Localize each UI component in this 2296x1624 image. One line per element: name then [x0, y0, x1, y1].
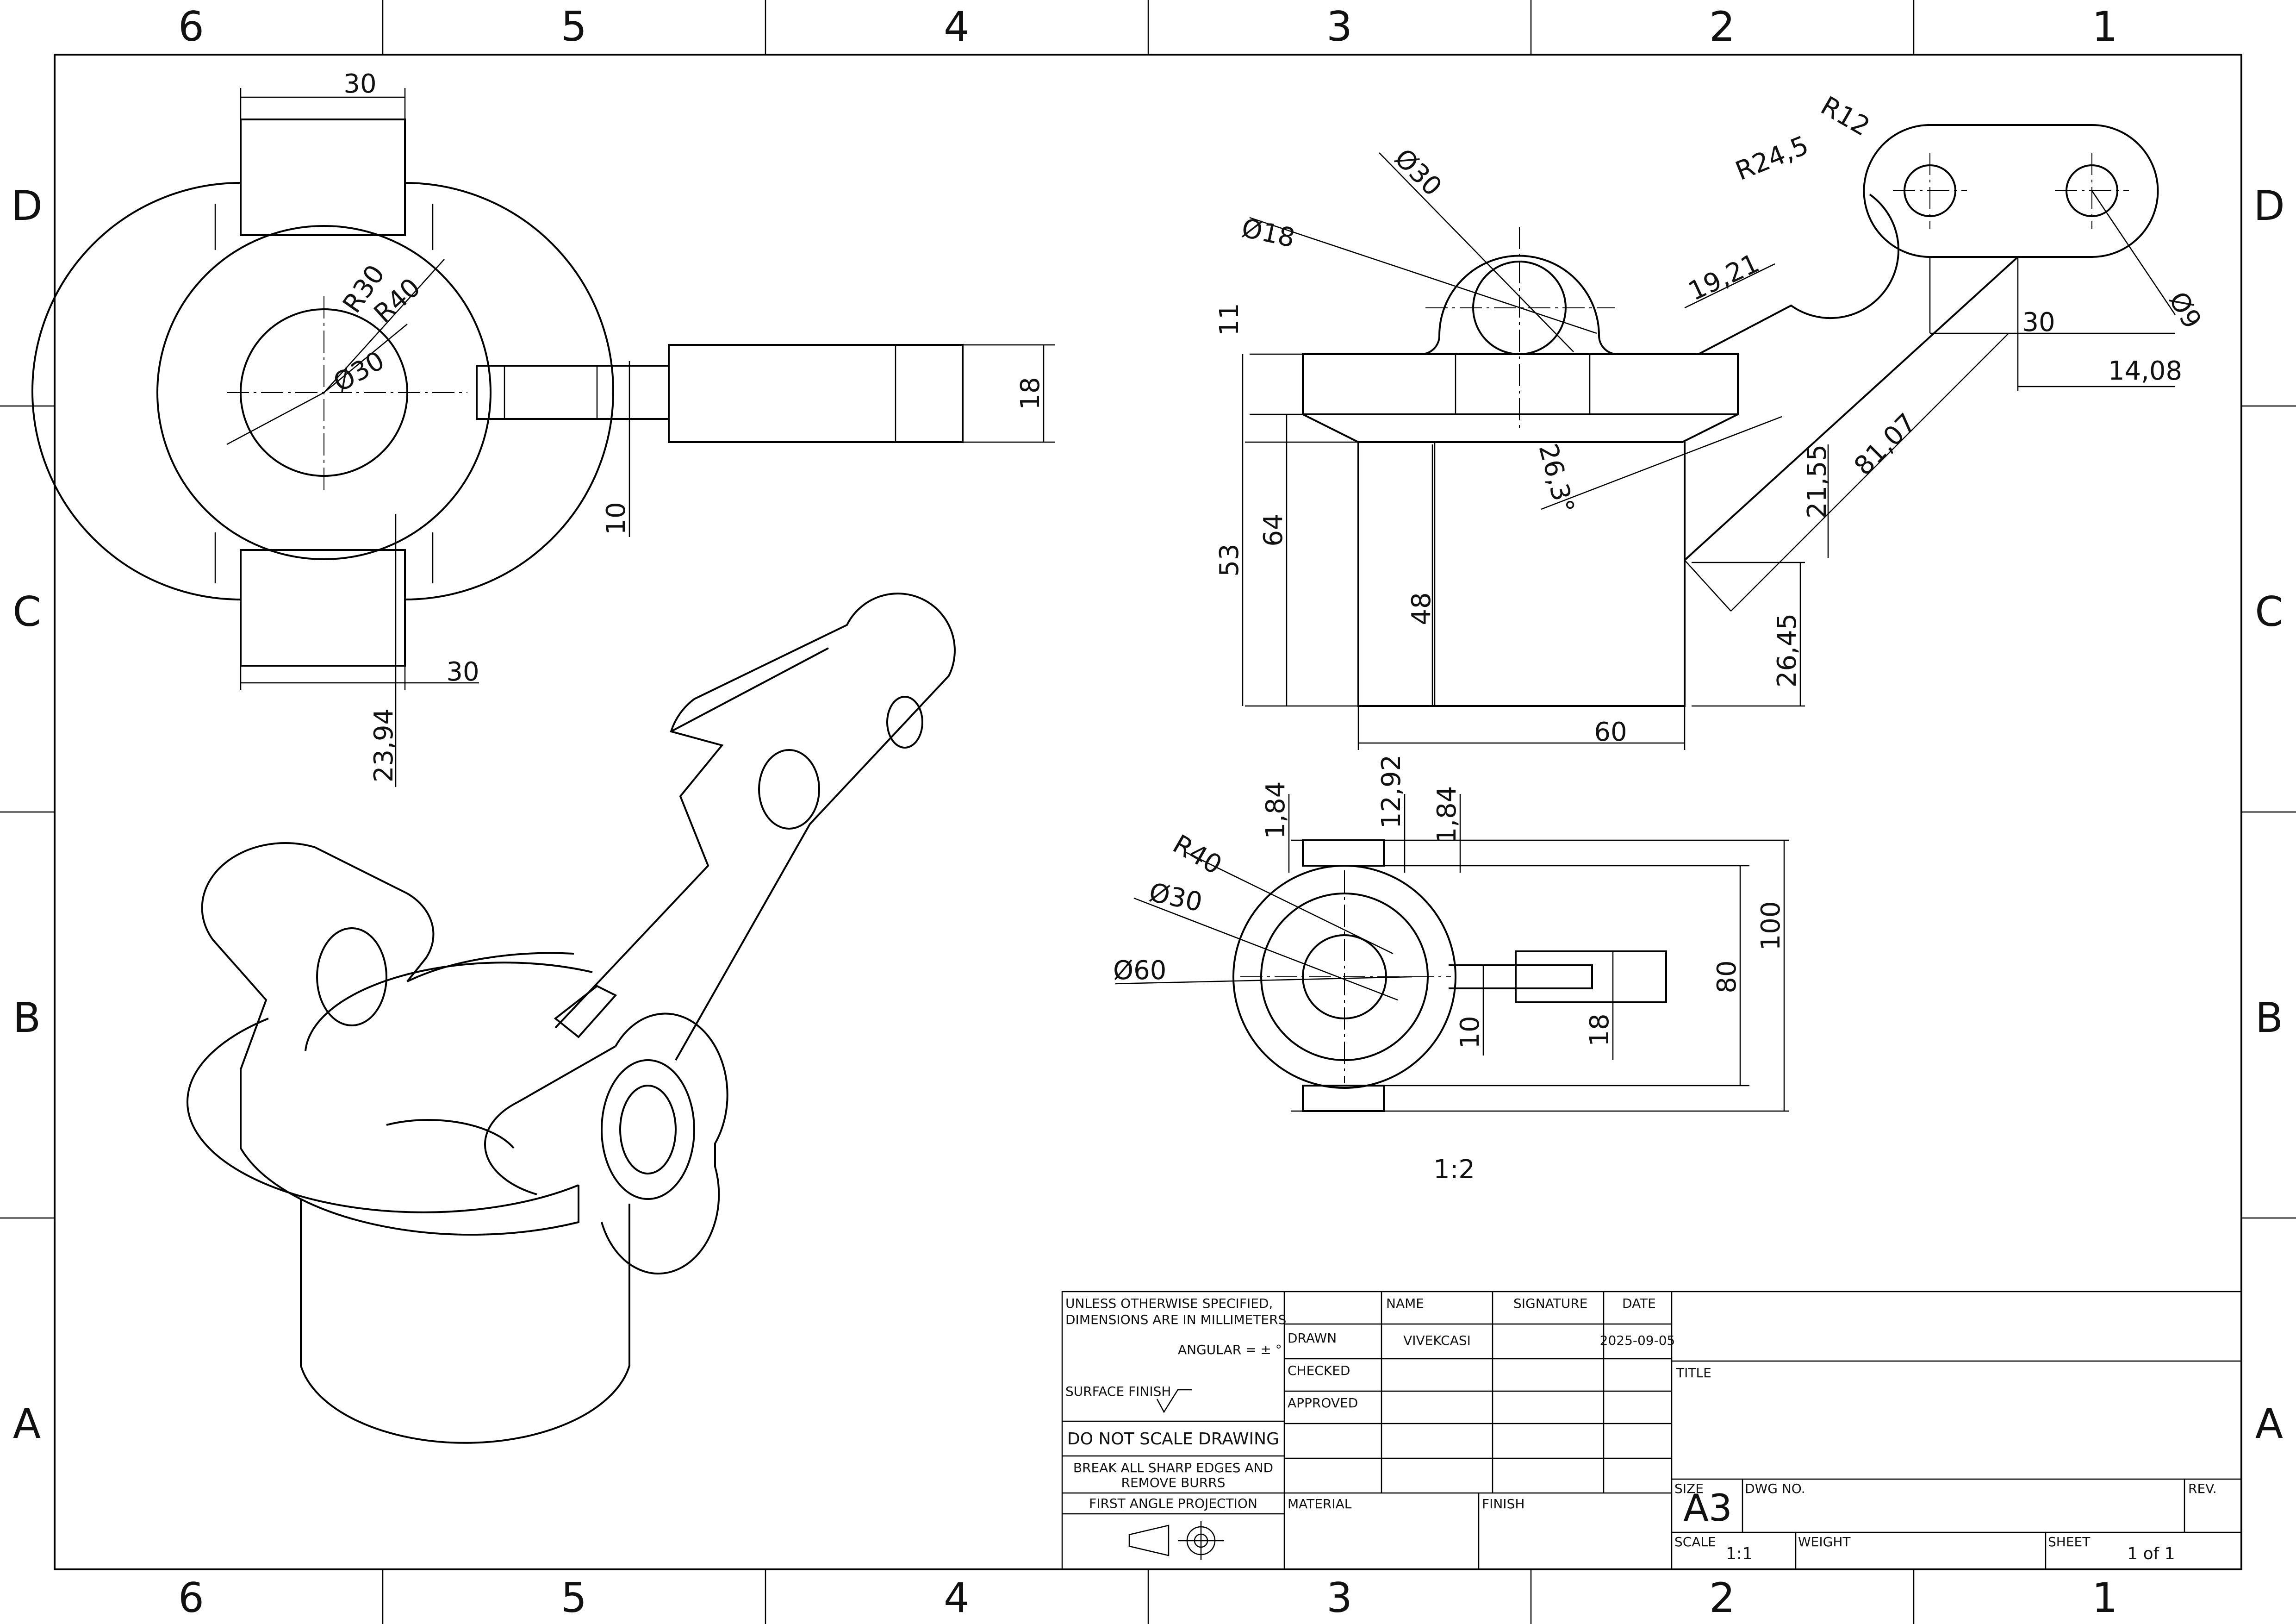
dim-12-92: 12,92	[1376, 755, 1406, 829]
dwg-no-label: DWG NO.	[1745, 1481, 1805, 1496]
top-left-view: 30 R30 R40 Ø30 18 10 30 23,94	[31, 69, 1055, 787]
material-label: MATERIAL	[1288, 1496, 1352, 1512]
header-signature: SIGNATURE	[1513, 1296, 1587, 1311]
projection-symbol-icon	[1128, 1521, 1224, 1560]
dim-d18: Ø18	[1239, 213, 1297, 254]
size-value: A3	[1683, 1487, 1732, 1530]
zone-col-label: 1	[2092, 1574, 2118, 1622]
zone-col-label: 6	[178, 1574, 204, 1622]
dim-h26-45: 26,45	[1772, 613, 1802, 687]
zone-row-label: C	[12, 588, 41, 636]
isometric-view	[187, 593, 956, 1444]
dim-d30: Ø30	[1146, 877, 1205, 918]
dim-h10: 10	[1455, 1016, 1485, 1049]
zone-col-label: 6	[178, 3, 204, 50]
dim-angle: 26,3°	[1532, 441, 1580, 517]
drawn-name: VIVEKCASI	[1403, 1333, 1471, 1348]
scale-value: 1:1	[1726, 1544, 1753, 1563]
title-block: UNLESS OTHERWISE SPECIFIED, DIMENSIONS A…	[1061, 1291, 2242, 1570]
title-label: TITLE	[1676, 1365, 1711, 1380]
front-view: Ø30 Ø18 R12 R24,5 19,21 Ø9 11 30 14,08 8…	[1214, 91, 2207, 750]
dim-w60: 60	[1594, 717, 1627, 747]
zone-row-label: C	[2255, 588, 2283, 636]
zone-row-label: D	[2253, 182, 2285, 230]
weight-label: WEIGHT	[1798, 1534, 1851, 1549]
note-projection: FIRST ANGLE PROJECTION	[1089, 1496, 1257, 1511]
row-checked: CHECKED	[1288, 1363, 1350, 1378]
dim-r40: R40	[1168, 829, 1227, 881]
surface-finish-icon	[1156, 1389, 1192, 1413]
zone-row-label: A	[2255, 1400, 2283, 1448]
dim-h80: 80	[1712, 960, 1742, 993]
dim-h100: 100	[1756, 901, 1786, 951]
dim-1-84-a: 1,84	[1261, 781, 1291, 839]
note-do-not-scale: DO NOT SCALE DRAWING	[1067, 1430, 1279, 1449]
zone-col-label: 4	[944, 1574, 970, 1622]
header-name: NAME	[1386, 1296, 1424, 1311]
zone-col-label: 5	[561, 3, 587, 50]
row-approved: APPROVED	[1288, 1395, 1358, 1411]
view-scale-label: 1:2	[1433, 1155, 1475, 1185]
note-angular: ANGULAR = ± °	[1178, 1342, 1282, 1357]
dim-width-top: 30	[343, 69, 376, 99]
finish-label: FINISH	[1482, 1496, 1524, 1512]
dim-30: 30	[2022, 307, 2055, 337]
zone-col-label: 3	[1326, 1574, 1352, 1622]
dim-h18: 18	[1585, 1013, 1615, 1046]
top-view: 1,84 12,92 1,84 R40 Ø30 Ø60 100 80 10 18…	[1113, 755, 1789, 1185]
header-date: DATE	[1622, 1296, 1656, 1311]
zone-col-label: 3	[1326, 3, 1352, 50]
scale-label: SCALE	[1674, 1534, 1716, 1549]
zone-col-label: 2	[1709, 3, 1735, 50]
note-break-edges-2: REMOVE BURRS	[1121, 1475, 1226, 1490]
dim-h10: 10	[601, 502, 631, 535]
dim-21-55: 21,55	[1802, 444, 1832, 518]
zone-col-label: 5	[561, 1574, 587, 1622]
row-drawn: DRAWN	[1288, 1330, 1337, 1346]
zone-row-label: D	[11, 182, 43, 230]
zone-row-label: A	[13, 1400, 41, 1448]
note-unless: UNLESS OTHERWISE SPECIFIED,	[1065, 1296, 1273, 1311]
dim-width-bottom: 30	[446, 657, 479, 687]
size-label: SIZE	[1674, 1481, 1704, 1496]
note-break-edges-1: BREAK ALL SHARP EDGES AND	[1073, 1460, 1273, 1475]
dim-r24-5: R24,5	[1731, 130, 1813, 187]
drawn-date: 2025-09-05	[1600, 1333, 1675, 1348]
rev-label: REV.	[2188, 1481, 2217, 1496]
dim-h53: 53	[1214, 543, 1244, 576]
dim-81-07: 81,07	[1848, 408, 1922, 481]
dim-23-94: 23,94	[369, 708, 399, 782]
zone-row-label: B	[2255, 994, 2283, 1042]
dim-d9: Ø9	[2163, 287, 2207, 334]
sheet-label: SHEET	[2048, 1534, 2091, 1549]
zone-col-label: 1	[2092, 3, 2118, 50]
zone-row-label: B	[13, 994, 41, 1042]
dim-r12: R12	[1816, 91, 1875, 142]
dim-h48: 48	[1406, 592, 1437, 625]
note-units: DIMENSIONS ARE IN MILLIMETERS	[1065, 1312, 1286, 1327]
dim-14-08: 14,08	[2108, 356, 2182, 386]
dim-h64: 64	[1258, 513, 1288, 546]
zone-col-label: 4	[944, 3, 970, 50]
sheet-value: 1 of 1	[2127, 1544, 2175, 1563]
dim-h18: 18	[1015, 377, 1045, 410]
dim-d30: Ø30	[1388, 143, 1448, 202]
dim-19-21: 19,21	[1684, 248, 1764, 307]
note-surface-finish: SURFACE FINISH	[1065, 1384, 1171, 1399]
dim-1-84-b: 1,84	[1432, 786, 1462, 844]
dim-h11: 11	[1214, 303, 1244, 336]
zone-col-label: 2	[1709, 1574, 1735, 1622]
dim-d60: Ø60	[1113, 956, 1166, 986]
